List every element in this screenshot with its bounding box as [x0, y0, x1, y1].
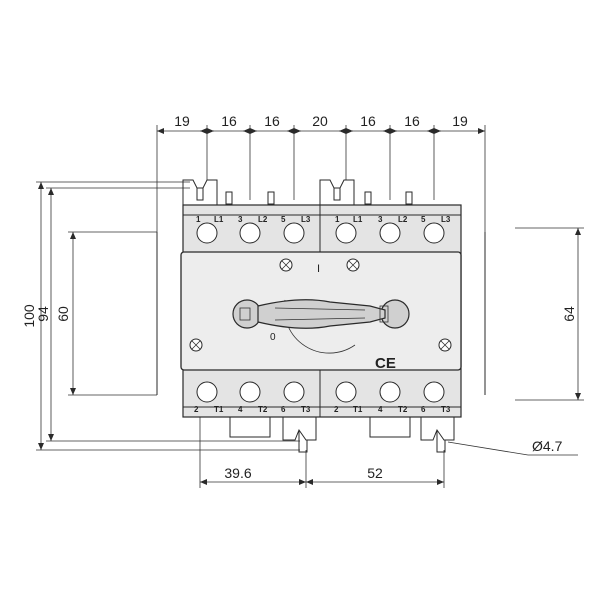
terminal-bottom-1 [196, 381, 218, 403]
label-bottom-4: 4 [238, 405, 243, 414]
label-bottom-2b: 2 [334, 405, 339, 414]
terminal-bottom-2 [239, 381, 261, 403]
bottom-dimensions: 39.6 52 Ø4.7 [199, 400, 578, 488]
ce-mark: CE [375, 355, 396, 372]
dim-top-5: 16 [360, 113, 376, 129]
label-top-L1b: L1 [353, 215, 363, 224]
top-terminals: 1 L1 3 L2 5 L3 1 L1 3 L2 5 L3 [196, 215, 451, 244]
bottom-terminals: 2 T1 4 T2 6 T3 2 T1 4 T2 6 T3 [194, 381, 451, 414]
label-bottom-T1: T1 [214, 405, 224, 414]
label-top-L1: L1 [214, 215, 224, 224]
label-top-1b: 1 [335, 215, 340, 224]
label-top-1: 1 [196, 215, 201, 224]
terminal-top-1 [196, 222, 218, 244]
dim-left-60: 60 [55, 306, 71, 322]
front-panel: I 0 CE [180, 251, 462, 372]
label-bottom-T3: T3 [301, 405, 311, 414]
terminal-top-2 [239, 222, 261, 244]
label-bottom-T3b: T3 [441, 405, 451, 414]
terminal-top-6 [423, 222, 445, 244]
dim-left-100: 100 [21, 304, 37, 328]
label-bottom-6: 6 [281, 405, 286, 414]
dim-top-7: 19 [452, 113, 468, 129]
rotary-handle[interactable] [232, 299, 410, 329]
label-bottom-6b: 6 [421, 405, 426, 414]
top-dimension-chain: 19 16 16 20 16 16 19 [156, 113, 486, 232]
dim-right-64: 64 [561, 306, 577, 322]
label-top-L3b: L3 [441, 215, 451, 224]
label-bottom-2: 2 [194, 405, 199, 414]
switch-off-mark: 0 [270, 332, 276, 343]
dim-left-94: 94 [35, 306, 51, 322]
dim-top-1: 19 [174, 113, 190, 129]
dim-top-3: 16 [264, 113, 280, 129]
dim-top-2: 16 [221, 113, 237, 129]
terminal-top-3 [283, 222, 305, 244]
label-top-5b: 5 [421, 215, 426, 224]
dim-bottom-39-6: 39.6 [224, 465, 251, 481]
dim-bottom-52: 52 [367, 465, 383, 481]
bottom-mount-clips [229, 416, 455, 453]
panel-screw-icon [189, 258, 452, 352]
label-bottom-T2: T2 [258, 405, 268, 414]
label-top-5: 5 [281, 215, 286, 224]
label-top-3: 3 [238, 215, 243, 224]
terminal-bottom-3 [283, 381, 305, 403]
dim-top-4: 20 [312, 113, 328, 129]
terminal-top-4 [335, 222, 357, 244]
left-dimensions: 100 94 60 [21, 181, 300, 451]
terminal-bottom-5 [379, 381, 401, 403]
terminal-top-5 [379, 222, 401, 244]
label-bottom-T2b: T2 [398, 405, 408, 414]
label-top-L3: L3 [301, 215, 311, 224]
switch-on-mark: I [317, 263, 320, 275]
label-top-3b: 3 [378, 215, 383, 224]
terminal-bottom-4 [335, 381, 357, 403]
label-bottom-4b: 4 [378, 405, 383, 414]
right-dimension: 64 [515, 227, 584, 401]
terminal-bottom-6 [423, 381, 445, 403]
top-mount-clips [182, 179, 413, 205]
label-bottom-T1b: T1 [353, 405, 363, 414]
dim-hole-diameter: Ø4.7 [532, 438, 563, 454]
dim-top-6: 16 [404, 113, 420, 129]
label-top-L2: L2 [258, 215, 268, 224]
label-top-L2b: L2 [398, 215, 408, 224]
